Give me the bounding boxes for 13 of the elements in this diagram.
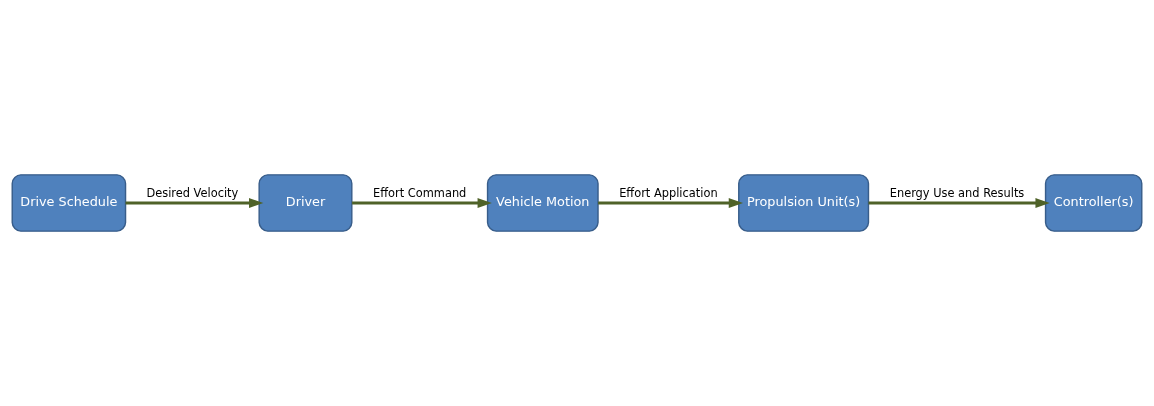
node-box: Propulsion Unit(s) [738, 174, 870, 232]
arrow [125, 198, 264, 208]
arrow [352, 198, 492, 208]
edge-label: Effort Application [619, 186, 718, 201]
arrow [868, 198, 1050, 208]
node-box: Controller(s) [1044, 174, 1143, 232]
edge-label: Effort Command [373, 186, 467, 201]
node-box: Vehicle Motion [486, 174, 599, 232]
edge-label: Desired Velocity [146, 186, 239, 201]
edge-label: Energy Use and Results [889, 186, 1025, 201]
arrow [598, 198, 744, 208]
node-box: Driver [258, 174, 353, 232]
node-box: Drive Schedule [11, 174, 127, 232]
